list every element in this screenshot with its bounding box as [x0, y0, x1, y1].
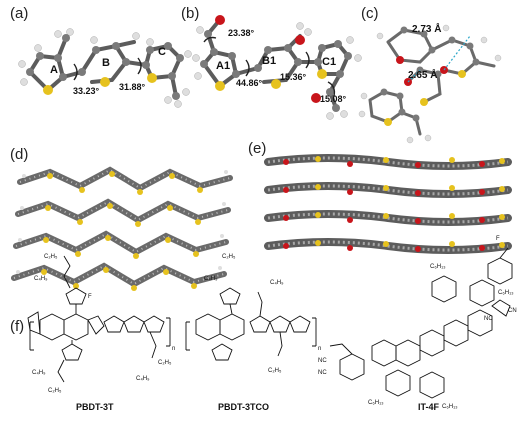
- ring-label-c1: C1: [322, 56, 337, 68]
- chem-annotation: C₄H₉: [270, 280, 284, 286]
- polymer-name-2: PBDT-3TCO: [218, 402, 270, 412]
- chem-annotation: F: [88, 294, 92, 300]
- chem-annotation: NC: [318, 358, 327, 364]
- chem-annotation: C₆H₁₃: [498, 290, 514, 296]
- chem-annotation: C₂H₅: [158, 360, 172, 366]
- ring-label-a1: A1: [216, 60, 231, 72]
- chem-annotation: C₄H₉: [136, 376, 150, 382]
- ring-label-b: B: [102, 57, 110, 69]
- chem-annotation: n: [318, 346, 321, 352]
- angle-label-b4: 15.08°: [320, 94, 347, 104]
- panel-label-b: (b): [181, 5, 200, 22]
- panel-label-e: (e): [248, 140, 267, 157]
- ring-label-c: C: [158, 46, 166, 58]
- polymer-name-3: IT-4F: [418, 402, 440, 412]
- chem-annotation: C₂H₅: [48, 388, 62, 394]
- chem-annotation: C₂H₅: [44, 254, 58, 260]
- chem-annotation: NC: [484, 316, 493, 322]
- panel-label-c: (c): [361, 5, 379, 22]
- angle-label-a2: 31.88°: [119, 82, 146, 92]
- chem-annotation: F: [496, 236, 500, 242]
- polymer-name-1: PBDT-3T: [76, 402, 114, 412]
- chem-annotation: C₂H₅: [222, 254, 236, 260]
- chem-annotation: n: [172, 346, 175, 352]
- angle-label-b1: 23.38°: [228, 28, 255, 38]
- panel-label-d: (d): [10, 146, 29, 163]
- distance-label-2: 2.65 Å: [408, 70, 438, 81]
- chem-annotation: C₆H₁₃: [368, 400, 384, 406]
- chem-annotation: C₆H₁₃: [430, 264, 446, 270]
- panel-label-a: (a): [10, 5, 29, 22]
- chem-annotation: C₄H₉: [34, 276, 48, 282]
- panel-label-f: (f): [10, 318, 25, 335]
- chem-annotation: C₄H₉: [204, 276, 218, 282]
- chem-annotation: CN: [508, 308, 517, 314]
- angle-label-b3: 15.36°: [280, 72, 307, 82]
- ring-label-b1: B1: [262, 55, 277, 67]
- distance-label-1: 2.73 Å: [412, 24, 442, 35]
- chem-annotation: C₄H₉: [32, 370, 46, 376]
- angle-label-b2: 44.86°: [236, 78, 263, 88]
- chem-annotation: C₂H₅: [268, 368, 282, 374]
- chem-annotation: NC: [318, 370, 327, 376]
- chem-annotation: C₆H₁₃: [442, 404, 458, 410]
- ring-label-a: A: [50, 64, 58, 76]
- angle-label-a1: 33.23°: [73, 86, 100, 96]
